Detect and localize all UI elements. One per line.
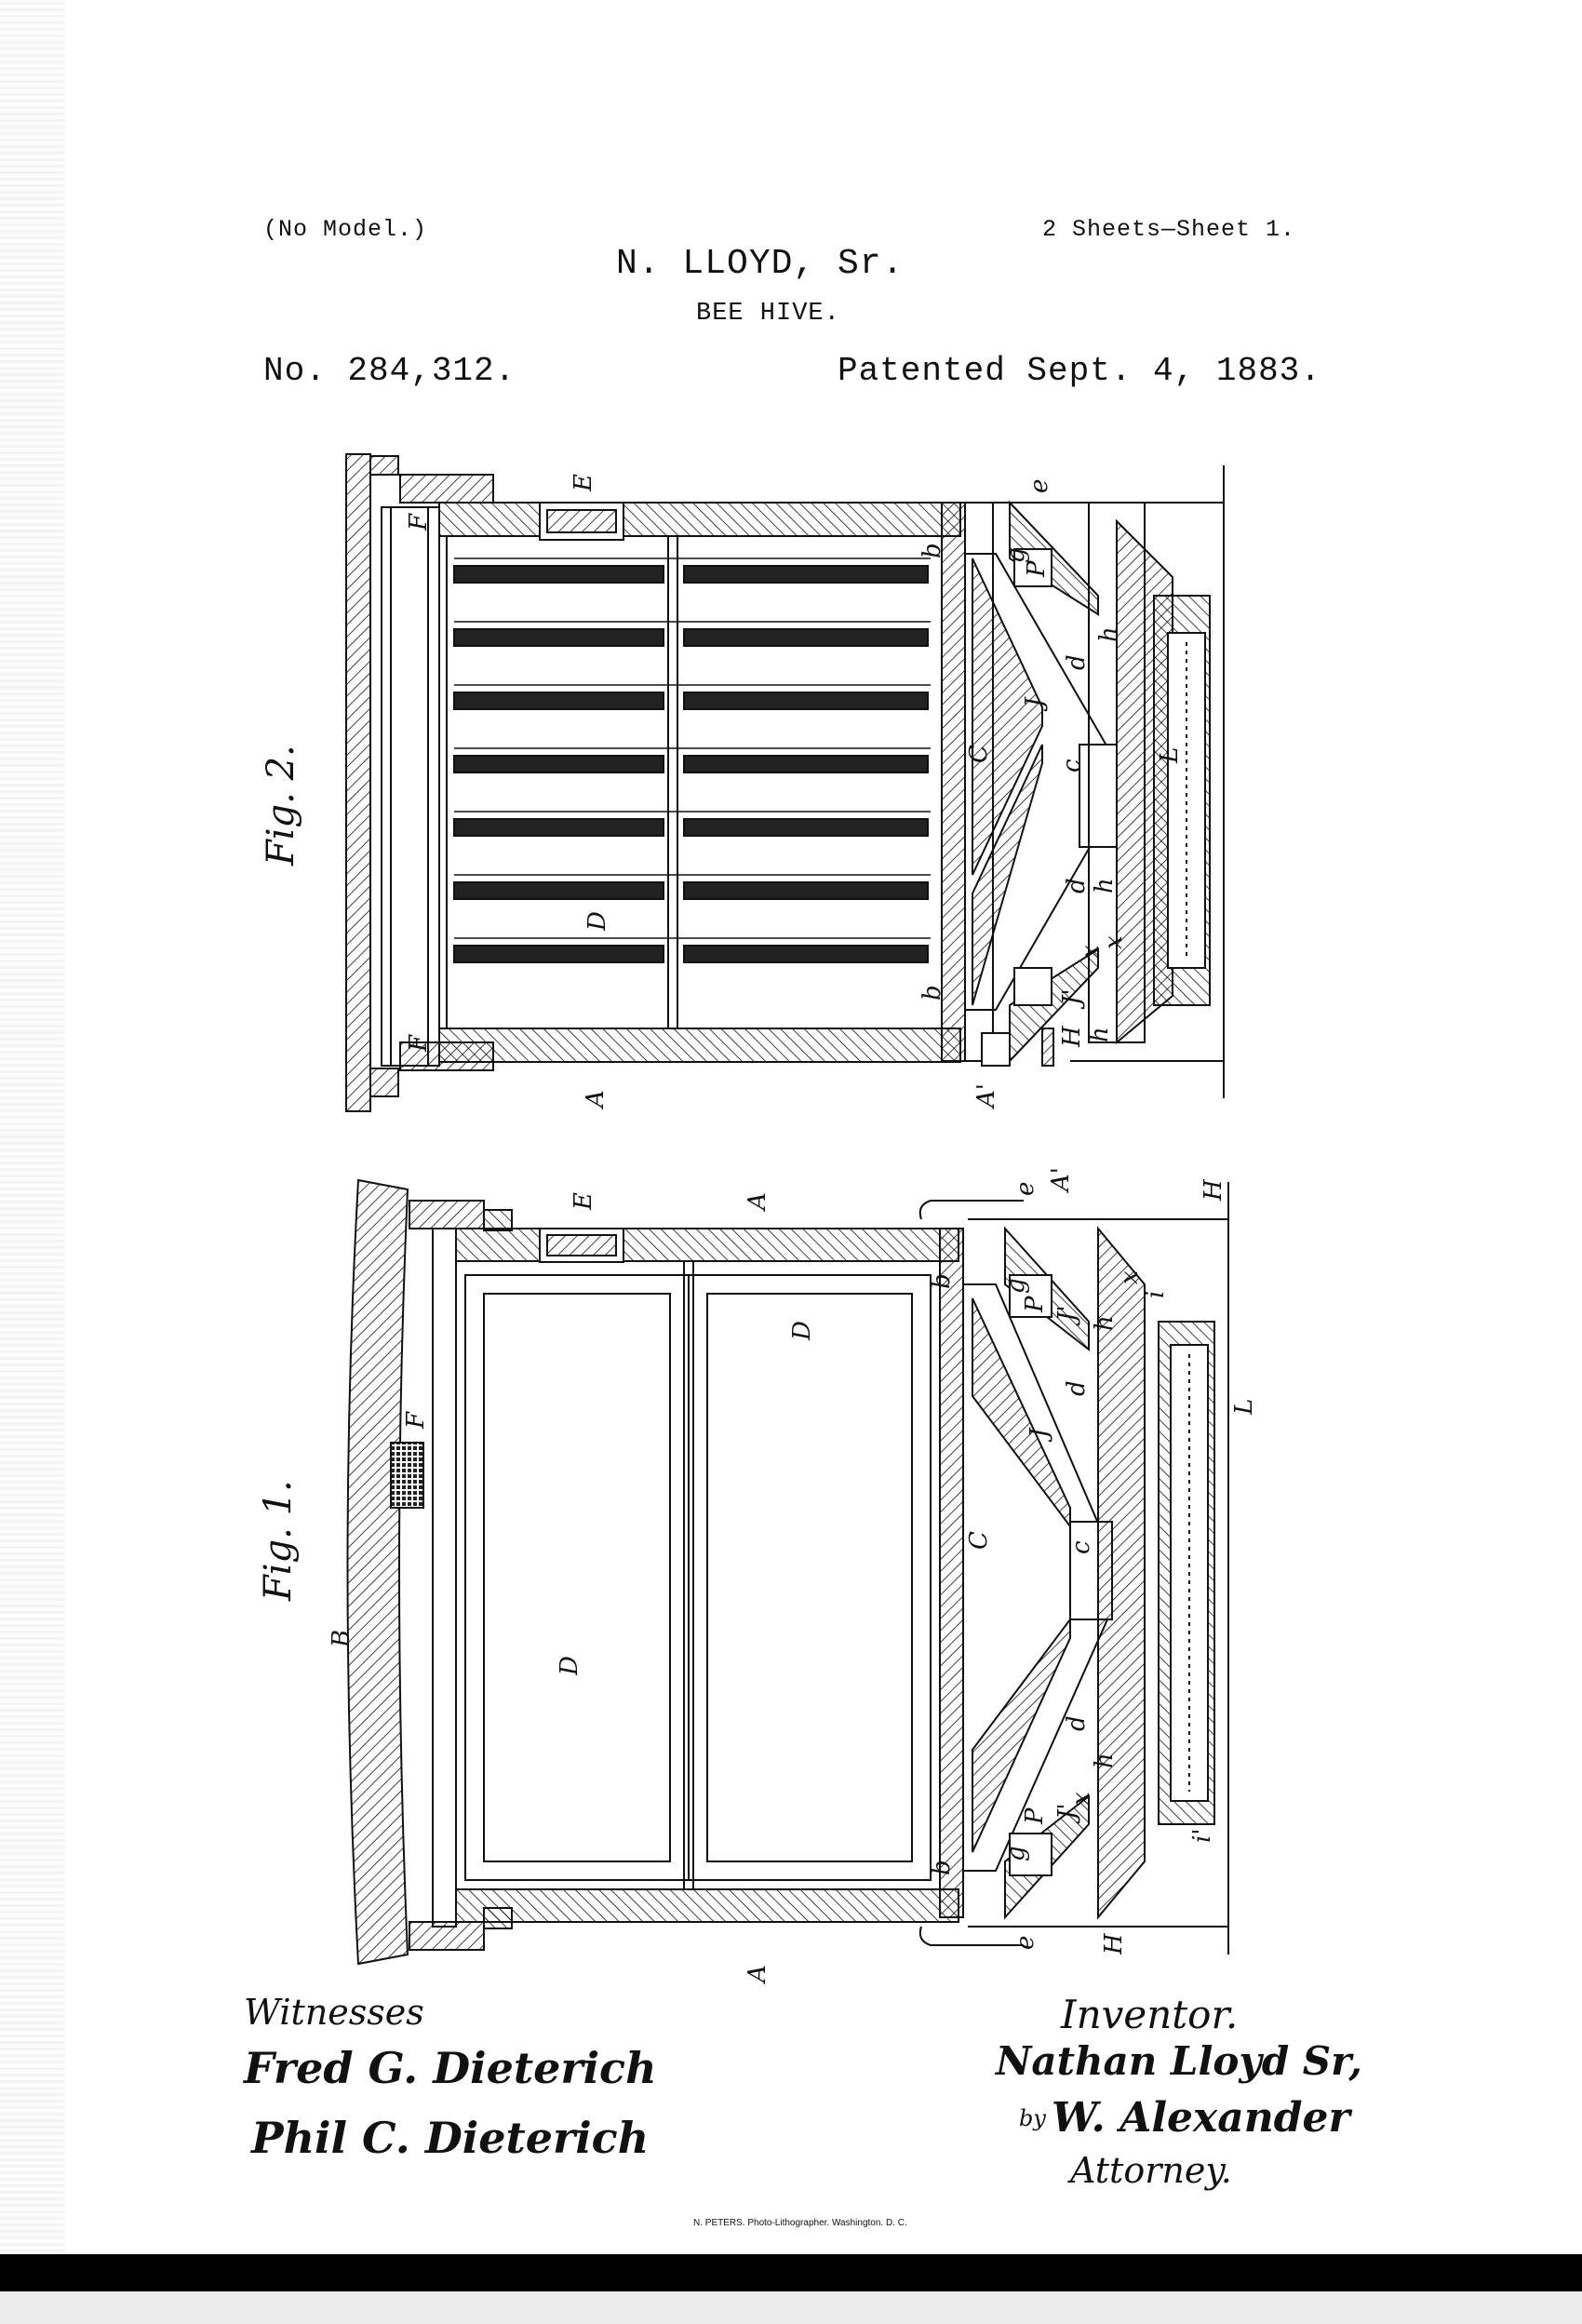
fig1-label-H2: H xyxy=(1100,1932,1128,1955)
fig2-label-J-prime: J' xyxy=(1058,988,1086,1010)
fig2-caption: Fig. 2. xyxy=(260,745,302,866)
fig1-label-L: L xyxy=(1230,1399,1258,1416)
witnesses-heading: Witnesses xyxy=(244,1992,424,2033)
fig2-label-d2: d xyxy=(1063,878,1091,893)
witness-signature-2: Phil C. Dieterich xyxy=(251,2113,650,2163)
fig1-label-e: e xyxy=(1012,1182,1039,1196)
fig1-label-x: x xyxy=(1116,1270,1144,1284)
fig1-label-E: E xyxy=(570,1192,597,1211)
fig1-label-J: J xyxy=(1026,1427,1053,1443)
fig1-label-J-prime: J' xyxy=(1053,1305,1081,1326)
fig2-label-D: D xyxy=(583,911,611,932)
fig1-label-i: i xyxy=(1142,1291,1170,1298)
fig2-label-h2: h xyxy=(1091,878,1119,893)
scan-bottom-margin xyxy=(0,2291,1582,2324)
fig2-label-A: A xyxy=(582,1090,610,1109)
fig1-label-P2: P xyxy=(1021,1807,1049,1825)
fig2-label-E: E xyxy=(570,474,597,492)
fig2-label-P: P xyxy=(1023,560,1051,578)
fig2-label-x: x xyxy=(1077,945,1105,959)
witness-signature-1: Fred G. Dieterich xyxy=(244,2043,657,2093)
inventor-heading: Inventor. xyxy=(1061,1992,1239,2037)
fig1-label-A2: A xyxy=(744,1965,771,1984)
attorney-heading: Attorney. xyxy=(1070,2150,1232,2191)
inventor-signature: Nathan Lloyd Sr, xyxy=(996,2038,1362,2084)
fig2-label-J: J xyxy=(1021,696,1049,712)
fig2-label-d: d xyxy=(1063,654,1091,670)
fig2-label-A-prime: A' xyxy=(972,1083,1000,1109)
fig1-label-H: H xyxy=(1200,1178,1227,1202)
fig2-label-e: e xyxy=(1026,479,1053,493)
fig2-label-F: F xyxy=(405,513,433,531)
fig2-label-F2: F xyxy=(405,1034,433,1053)
fig1-label-b: b xyxy=(928,1273,956,1289)
fig1-label-A: A xyxy=(744,1192,771,1212)
fig1-label-x2: x xyxy=(1067,1792,1095,1806)
fig1-label-J-prime2: J' xyxy=(1053,1803,1081,1824)
fig2-label-b2: b xyxy=(918,985,946,1001)
invention-title: BEE HIVE. xyxy=(696,300,840,328)
fig1-label-h2: h xyxy=(1091,1753,1119,1768)
fig2-label-C: C xyxy=(965,745,993,763)
fig1-label-d: d xyxy=(1063,1380,1091,1396)
fig1-label-P: P xyxy=(1021,1296,1049,1313)
fig1-label-A-prime: A' xyxy=(1047,1167,1075,1193)
by-word: by xyxy=(1019,2105,1046,2131)
figure-2 xyxy=(345,453,1225,1112)
fig1-label-d2: d xyxy=(1063,1715,1091,1731)
fig2-label-c: c xyxy=(1058,759,1086,772)
inventor-name: N. LLOYD, Sr. xyxy=(616,244,905,284)
attorney-signature: W. Alexander xyxy=(1052,2094,1350,2142)
no-model-note: (No Model.) xyxy=(263,216,428,243)
fig1-label-b2: b xyxy=(928,1860,956,1875)
fig1-label-g: g xyxy=(1002,1278,1030,1294)
patent-number: No. 284,312. xyxy=(263,352,516,390)
fig2-label-x2: x xyxy=(1100,935,1128,949)
figure-1 xyxy=(346,1178,1229,1966)
fig2-label-L: L xyxy=(1156,747,1184,764)
fig1-label-e2: e xyxy=(1012,1936,1039,1950)
fig2-label-h3: h xyxy=(1086,1027,1114,1042)
lithographer-credit: N. PETERS. Photo-Lithographer. Washingto… xyxy=(693,2218,907,2228)
fig2-label-g: g xyxy=(1002,547,1030,563)
sheet-count: 2 Sheets—Sheet 1. xyxy=(1042,216,1296,243)
fig1-label-D: D xyxy=(788,1321,816,1341)
fig1-label-F: F xyxy=(402,1411,430,1430)
patent-date: Patented Sept. 4, 1883. xyxy=(838,352,1321,390)
fig1-label-B: B xyxy=(328,1630,355,1648)
fig2-label-h: h xyxy=(1095,626,1123,642)
fig1-label-c: c xyxy=(1067,1540,1095,1554)
scan-edge-artifact xyxy=(0,0,65,2252)
fig1-label-g2: g xyxy=(1002,1846,1030,1861)
fig2-label-H: H xyxy=(1058,1025,1086,1048)
fig1-caption: Fig. 1. xyxy=(257,1480,300,1602)
scan-bottom-edge xyxy=(0,2254,1582,2291)
fig1-label-i-prime: i' xyxy=(1188,1829,1216,1843)
fig1-label-C: C xyxy=(965,1531,993,1550)
fig1-label-h: h xyxy=(1091,1315,1119,1331)
fig1-label-D2: D xyxy=(556,1656,583,1676)
fig2-label-b: b xyxy=(918,543,946,558)
